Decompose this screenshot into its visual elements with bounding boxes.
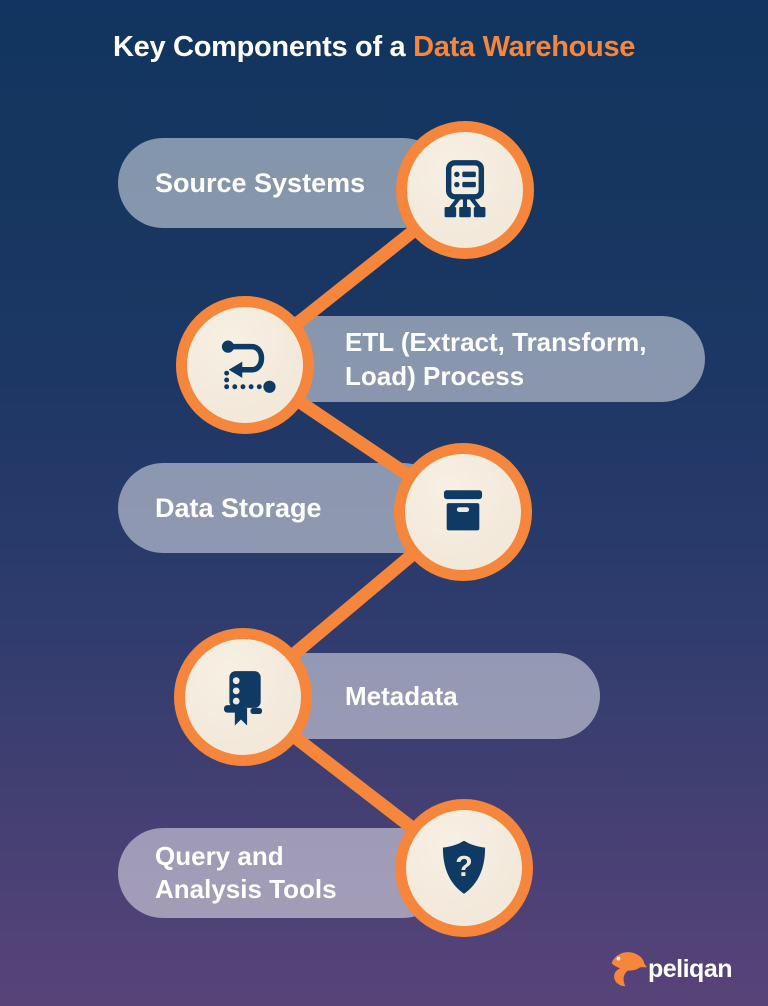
node-query-analysis-tools: ? — [395, 799, 533, 937]
pill-etl-process: ETL (Extract, Transform, Load) Process — [258, 316, 705, 402]
journal-bookmark-icon — [223, 671, 263, 726]
shield-question-icon: ? — [442, 840, 486, 894]
node-etl-process — [176, 296, 314, 434]
route-flow-icon — [221, 340, 276, 393]
brand-logo: peliqan — [609, 948, 733, 990]
node-metadata — [174, 628, 312, 766]
node-source-systems — [396, 121, 534, 259]
brand-logo-text: peliqan — [647, 954, 733, 983]
title-highlight: Data Warehouse — [413, 31, 636, 63]
server-network-icon — [444, 160, 486, 218]
pelican-icon — [611, 952, 647, 987]
question-mark-glyph: ? — [455, 851, 472, 883]
pill-metadata-label: Metadata — [345, 680, 458, 711]
pill-etl-line-2: Load) Process — [345, 361, 525, 391]
title-prefix: Key Components of a — [113, 31, 414, 63]
storage-box-icon — [443, 490, 483, 531]
node-data-storage — [394, 443, 532, 581]
pill-etl-line-1: ETL (Extract, Transform, — [345, 327, 647, 357]
pill-query-line-2: Analysis Tools — [155, 874, 337, 904]
page-title: Key Components of a Data Warehouse — [113, 31, 635, 64]
